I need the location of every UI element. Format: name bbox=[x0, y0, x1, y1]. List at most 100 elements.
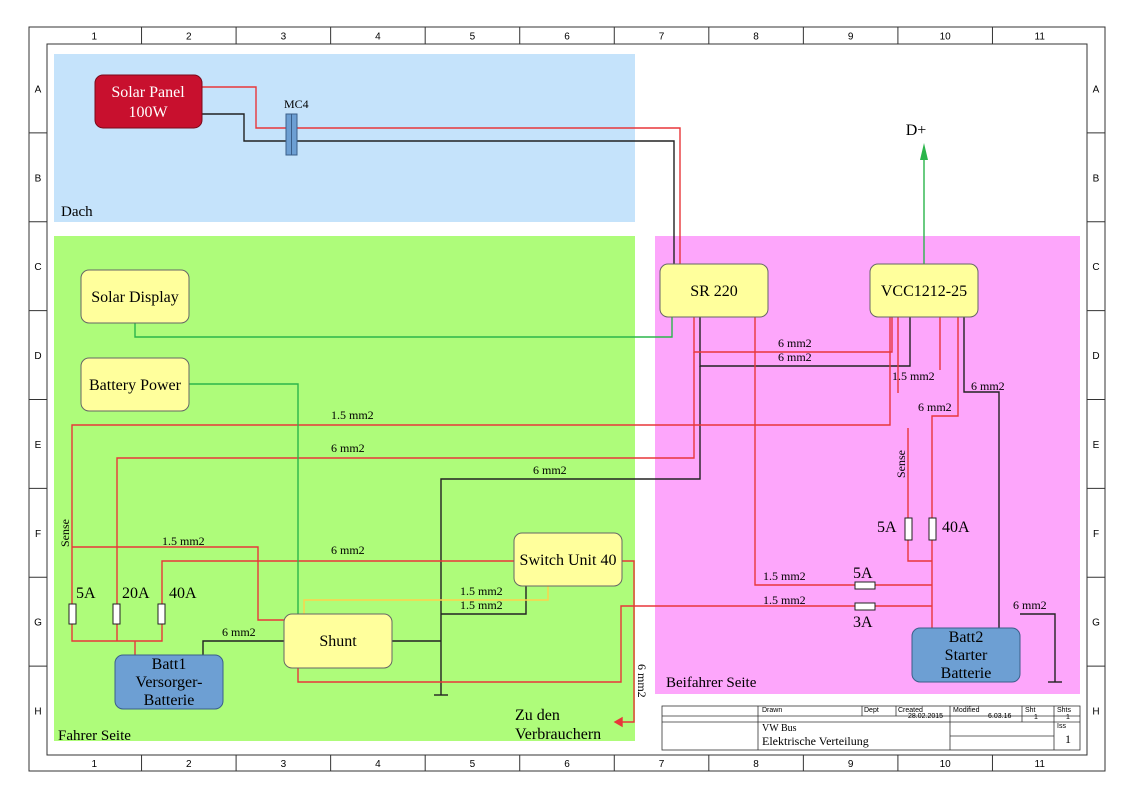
ruler-row-left: D bbox=[34, 351, 41, 362]
wire-labels: 6 mm2 6 mm2 1.5 mm2 6 mm2 6 mm2 Sense 1.… bbox=[58, 336, 1047, 698]
ruler-col-bottom: 8 bbox=[753, 759, 759, 770]
ruler-col-bottom: 4 bbox=[375, 759, 381, 770]
fuse-5a-passenger bbox=[904, 517, 913, 541]
wire-label: 6 mm2 bbox=[533, 463, 567, 477]
ruler-col-top: 3 bbox=[281, 32, 287, 43]
wire-label: 1.5 mm2 bbox=[162, 534, 205, 548]
fuse-5a-horizontal bbox=[854, 581, 876, 590]
batt1-label-3: Batterie bbox=[144, 692, 195, 709]
driver-fuses bbox=[68, 603, 166, 625]
batt2-label-2: Starter bbox=[945, 647, 988, 664]
ruler-col-bottom: 10 bbox=[940, 759, 952, 770]
fuse-40a-passenger bbox=[928, 517, 937, 541]
ruler-row-right: C bbox=[1092, 262, 1099, 273]
fuse-5a-passenger-label: 5A bbox=[877, 519, 897, 536]
wire-label: 6 mm2 bbox=[778, 350, 812, 364]
batt1-battery: Batt1 Versorger- Batterie bbox=[114, 654, 224, 710]
ruler-row-right: B bbox=[1093, 173, 1100, 184]
ruler-col-top: 1 bbox=[91, 32, 97, 43]
consumers-label: Zu den bbox=[515, 707, 560, 724]
batt1-label: Batt1 bbox=[152, 656, 187, 673]
fuse-40a-driver bbox=[157, 603, 166, 625]
wire-label: 1.5 mm2 bbox=[331, 408, 374, 422]
ruler-col-bottom: 5 bbox=[470, 759, 476, 770]
passenger-fuses bbox=[854, 517, 937, 611]
tb-iss: Iss bbox=[1057, 723, 1066, 730]
wire-label: Sense bbox=[894, 450, 908, 478]
tb-title: Elektrische Verteilung bbox=[762, 734, 869, 748]
ruler-col-top: 7 bbox=[659, 32, 665, 43]
driver-zone-label: Fahrer Seite bbox=[58, 728, 131, 744]
consumers-label-2: Verbrauchern bbox=[515, 726, 601, 743]
ruler-col-top: 2 bbox=[186, 32, 192, 43]
wire-label: 6 mm2 bbox=[222, 625, 256, 639]
solar-panel: Solar Panel 100W bbox=[94, 74, 203, 129]
ruler-col-top: 9 bbox=[848, 32, 854, 43]
mc4-connector: MC4 bbox=[284, 97, 309, 156]
ruler-col-bottom: 2 bbox=[186, 759, 192, 770]
wire-label: 6 mm2 bbox=[331, 441, 365, 455]
fuse-5a-driver-label: 5A bbox=[76, 585, 96, 602]
wire-label: 6 mm2 bbox=[1013, 598, 1047, 612]
mc4-label: MC4 bbox=[284, 97, 309, 111]
tb-shts: Shts bbox=[1057, 707, 1072, 714]
fuse-20a-driver-label: 20A bbox=[122, 585, 150, 602]
ruler-row-right: F bbox=[1093, 529, 1099, 540]
title-block bbox=[661, 705, 1081, 751]
switch-unit: Switch Unit 40 bbox=[513, 532, 623, 587]
ruler-col-top: 10 bbox=[940, 32, 952, 43]
shunt-label: Shunt bbox=[319, 633, 357, 650]
title-block-text: Drawn Dept Created 28.02.2015 Modified 6… bbox=[762, 707, 1072, 748]
wire-label: 6 mm2 bbox=[918, 400, 952, 414]
ruler-row-left: B bbox=[35, 173, 42, 184]
ruler-col-top: 8 bbox=[753, 32, 759, 43]
fuse-40a-passenger-label: 40A bbox=[942, 519, 970, 536]
vcc-label: VCC1212-25 bbox=[881, 283, 967, 300]
ruler-row-left: G bbox=[34, 618, 42, 629]
wire-label: 6 mm2 bbox=[778, 336, 812, 350]
wire-label: 6 mm2 bbox=[331, 543, 365, 557]
positive-wires bbox=[71, 86, 959, 728]
wire-label: 1.5 mm2 bbox=[460, 598, 503, 612]
battery-power-label: Battery Power bbox=[89, 377, 182, 394]
tb-sht: Sht bbox=[1025, 707, 1036, 714]
ruler-row-left: E bbox=[35, 440, 42, 451]
fuse-3a-horizontal bbox=[854, 602, 876, 611]
fuse-5a-driver bbox=[68, 603, 77, 625]
signal-wires bbox=[134, 143, 928, 614]
sr220-controller: SR 220 bbox=[659, 263, 769, 318]
switch-unit-label: Switch Unit 40 bbox=[520, 552, 617, 569]
ruler-row-right: A bbox=[1093, 84, 1100, 95]
ruler-col-bottom: 7 bbox=[659, 759, 665, 770]
ruler-col-bottom: 11 bbox=[1035, 759, 1046, 770]
sr220-label: SR 220 bbox=[690, 283, 738, 300]
fuse-40a-driver-label: 40A bbox=[169, 585, 197, 602]
ruler-col-bottom: 9 bbox=[848, 759, 854, 770]
passenger-zone-label: Beifahrer Seite bbox=[666, 675, 757, 691]
ruler-row-right: G bbox=[1092, 618, 1100, 629]
tb-project: VW Bus bbox=[762, 723, 797, 734]
wire-label: 1.5 mm2 bbox=[763, 569, 806, 583]
tb-dept: Dept bbox=[864, 707, 879, 714]
shunt: Shunt bbox=[283, 613, 393, 669]
roof-zone-label: Dach bbox=[61, 204, 93, 220]
ruler-row-right: D bbox=[1092, 351, 1099, 362]
ruler-row-left: C bbox=[34, 262, 41, 273]
ruler-col-bottom: 3 bbox=[281, 759, 287, 770]
tb-modified: Modified bbox=[953, 707, 980, 714]
ruler-row-left: H bbox=[34, 707, 41, 718]
tb-modified-date: 6.03.16 bbox=[988, 713, 1011, 720]
solar-display-label: Solar Display bbox=[91, 289, 179, 306]
ruler-row-left: F bbox=[35, 529, 41, 540]
ruler-col-top: 4 bbox=[375, 32, 381, 43]
battery-power-display: Battery Power bbox=[80, 357, 190, 412]
wire-label: 6 mm2 bbox=[971, 379, 1005, 393]
batt2-label: Batt2 bbox=[949, 629, 984, 646]
ruler-col-top: 6 bbox=[564, 32, 570, 43]
ruler-col-top: 11 bbox=[1035, 32, 1046, 43]
ruler-col-top: 5 bbox=[470, 32, 476, 43]
fuse-20a-driver bbox=[112, 603, 121, 625]
batt2-label-3: Batterie bbox=[941, 665, 992, 682]
ruler-col-bottom: 1 bbox=[91, 759, 97, 770]
